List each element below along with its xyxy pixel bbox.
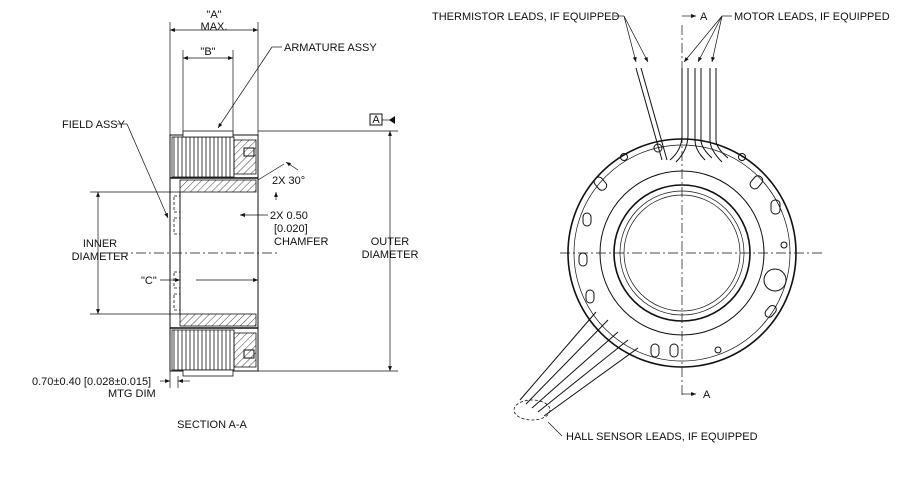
inner-diameter-label-2: DIAMETER xyxy=(72,251,129,263)
chamfer-label-3: CHAMFER xyxy=(274,236,328,248)
outer-diameter-label-1: OUTER xyxy=(371,236,410,248)
section-mark-top: A xyxy=(700,11,708,23)
chamfer-label-1: 2X 0.50 xyxy=(270,210,308,222)
datum-a-label: A xyxy=(372,114,380,126)
hall-sensor-leads-label: HALL SENSOR LEADS, IF EQUIPPED xyxy=(566,431,758,443)
dim-a-label: "A" xyxy=(206,9,221,21)
chamfer-label-2: [0.020] xyxy=(274,223,308,235)
thermistor-leads-label: THERMISTOR LEADS, IF EQUIPPED xyxy=(432,11,619,23)
dim-b-label: "B" xyxy=(200,46,215,58)
field-assy-label: FIELD ASSY xyxy=(62,119,126,131)
section-caption: SECTION A-A xyxy=(177,419,247,431)
dim-a-max-label: MAX. xyxy=(201,21,228,33)
section-view: "A" MAX. "B" ARMATURE ASSY FIELD ASSY xyxy=(32,9,418,431)
inner-diameter-label-1: INNER xyxy=(83,238,117,250)
outer-diameter-label-2: DIAMETER xyxy=(362,249,419,261)
mtg-dim-label-1: 0.70±0.40 [0.028±0.015] xyxy=(32,376,151,388)
top-view: A A THERMISTOR LEADS, IF EQUIPPED MOTOR … xyxy=(432,11,890,443)
mtg-dim-label-2: MTG DIM xyxy=(108,388,156,400)
section-mark-bottom: A xyxy=(703,389,711,401)
motor-leads-label: MOTOR LEADS, IF EQUIPPED xyxy=(734,11,890,23)
dim-c-label: "C" xyxy=(141,275,157,287)
angle-label: 2X 30° xyxy=(272,175,305,187)
armature-assy-label: ARMATURE ASSY xyxy=(284,42,377,54)
